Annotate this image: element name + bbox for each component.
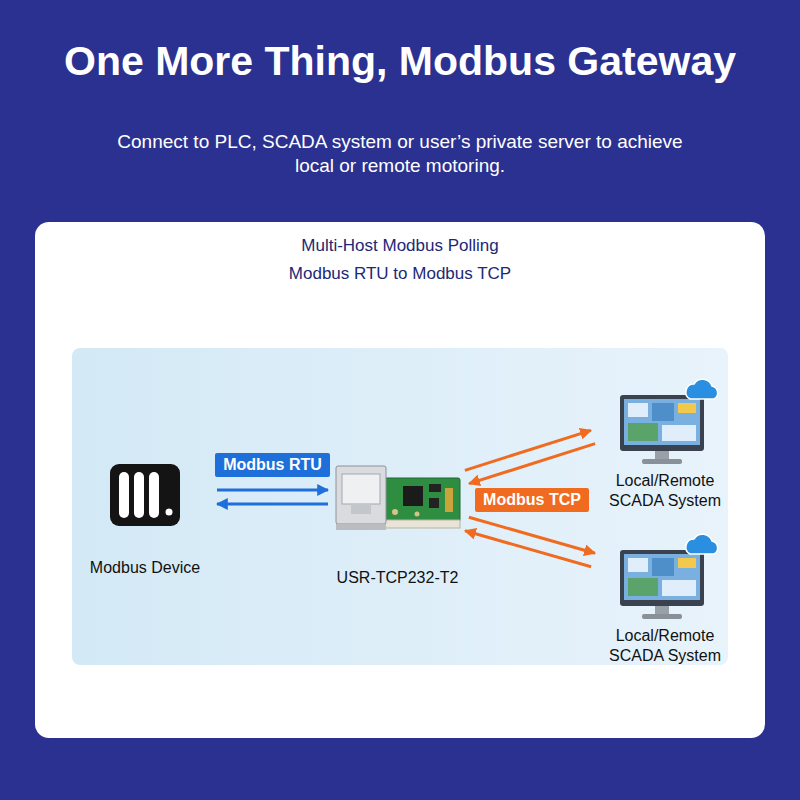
node-label: Local/Remote SCADA System bbox=[603, 471, 728, 511]
content-panel: Multi-Host Modbus PollingModbus RTU to M… bbox=[35, 222, 765, 738]
connector bbox=[465, 430, 595, 483]
node-label: Local/Remote SCADA System bbox=[603, 626, 728, 666]
panel-heading: Multi-Host Modbus Polling bbox=[35, 236, 765, 256]
monitor-icon bbox=[610, 377, 720, 467]
device-node: Modbus Device bbox=[75, 462, 215, 578]
pcb-module-illustration bbox=[333, 462, 463, 538]
connector bbox=[217, 490, 328, 504]
subtitle: Connect to PLC, SCADA system or user’s p… bbox=[110, 130, 690, 178]
device-node: USR-TCP232-T2 bbox=[330, 462, 465, 588]
connector-line bbox=[465, 531, 591, 567]
connector-line bbox=[217, 503, 328, 506]
edge-badge: Modbus RTU bbox=[215, 453, 330, 477]
connector-line bbox=[469, 444, 595, 484]
node-label: USR-TCP232-T2 bbox=[330, 568, 465, 588]
panel-heading: Modbus RTU to Modbus TCP bbox=[35, 264, 765, 284]
device-node: Local/Remote SCADA System bbox=[595, 532, 735, 666]
page-title: One More Thing, Modbus Gateway bbox=[0, 38, 800, 85]
monitor-icon bbox=[610, 532, 720, 622]
device-icon bbox=[105, 462, 185, 528]
connector-line bbox=[469, 517, 595, 553]
connector-line bbox=[217, 489, 328, 492]
node-label: Modbus Device bbox=[75, 558, 215, 578]
connector bbox=[465, 517, 595, 566]
device-node: Local/Remote SCADA System bbox=[595, 377, 735, 511]
edge-badge: Modbus TCP bbox=[475, 488, 589, 512]
